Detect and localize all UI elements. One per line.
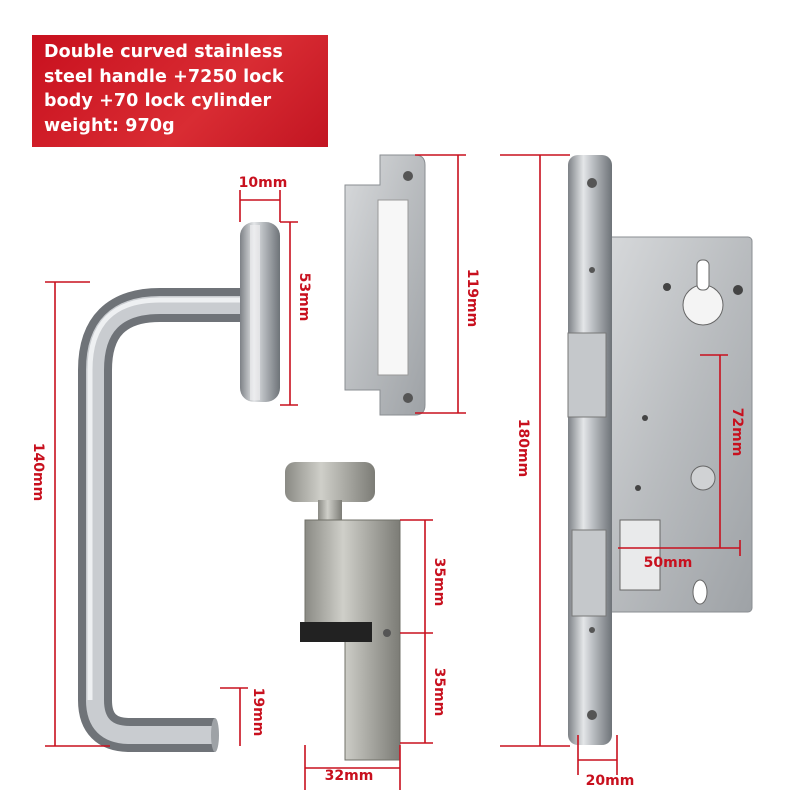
lever-handle bbox=[78, 222, 280, 752]
banner-line: body +70 lock cylinder bbox=[44, 91, 272, 111]
dim-rose-diameter: 53mm bbox=[296, 272, 312, 322]
dim-center-distance: 72mm bbox=[729, 407, 745, 457]
dim-rose-thickness: 10mm bbox=[238, 175, 288, 191]
dim-backset: 50mm bbox=[643, 555, 693, 571]
dim-handle-height: 140mm bbox=[30, 442, 46, 502]
dim-cylinder-upper: 35mm bbox=[431, 557, 447, 607]
banner-line: weight: 970g bbox=[44, 115, 175, 136]
deadbolt bbox=[567, 332, 607, 418]
banner-line: steel handle +7250 lock bbox=[44, 66, 284, 87]
lock-cylinder bbox=[285, 462, 401, 761]
dim-faceplate-width: 20mm bbox=[585, 773, 635, 789]
cam bbox=[300, 622, 372, 642]
dim-lock-body-height: 180mm bbox=[515, 418, 531, 478]
strike-plate bbox=[344, 154, 426, 416]
dim-strike-plate-height: 119mm bbox=[464, 268, 480, 328]
faceplate bbox=[568, 155, 612, 745]
product-description-banner: Double curved stainless steel handle +72… bbox=[32, 35, 328, 147]
dim-cylinder-lower: 35mm bbox=[431, 667, 447, 717]
dimension-lines bbox=[45, 154, 741, 790]
dim-cylinder-width: 32mm bbox=[324, 768, 374, 784]
banner-line: Double curved stainless bbox=[44, 42, 283, 62]
thumb-turn bbox=[285, 462, 375, 502]
latch-bolt bbox=[571, 529, 607, 617]
mortise-lock-body bbox=[567, 155, 753, 745]
dim-handle-tip: 19mm bbox=[250, 687, 266, 737]
